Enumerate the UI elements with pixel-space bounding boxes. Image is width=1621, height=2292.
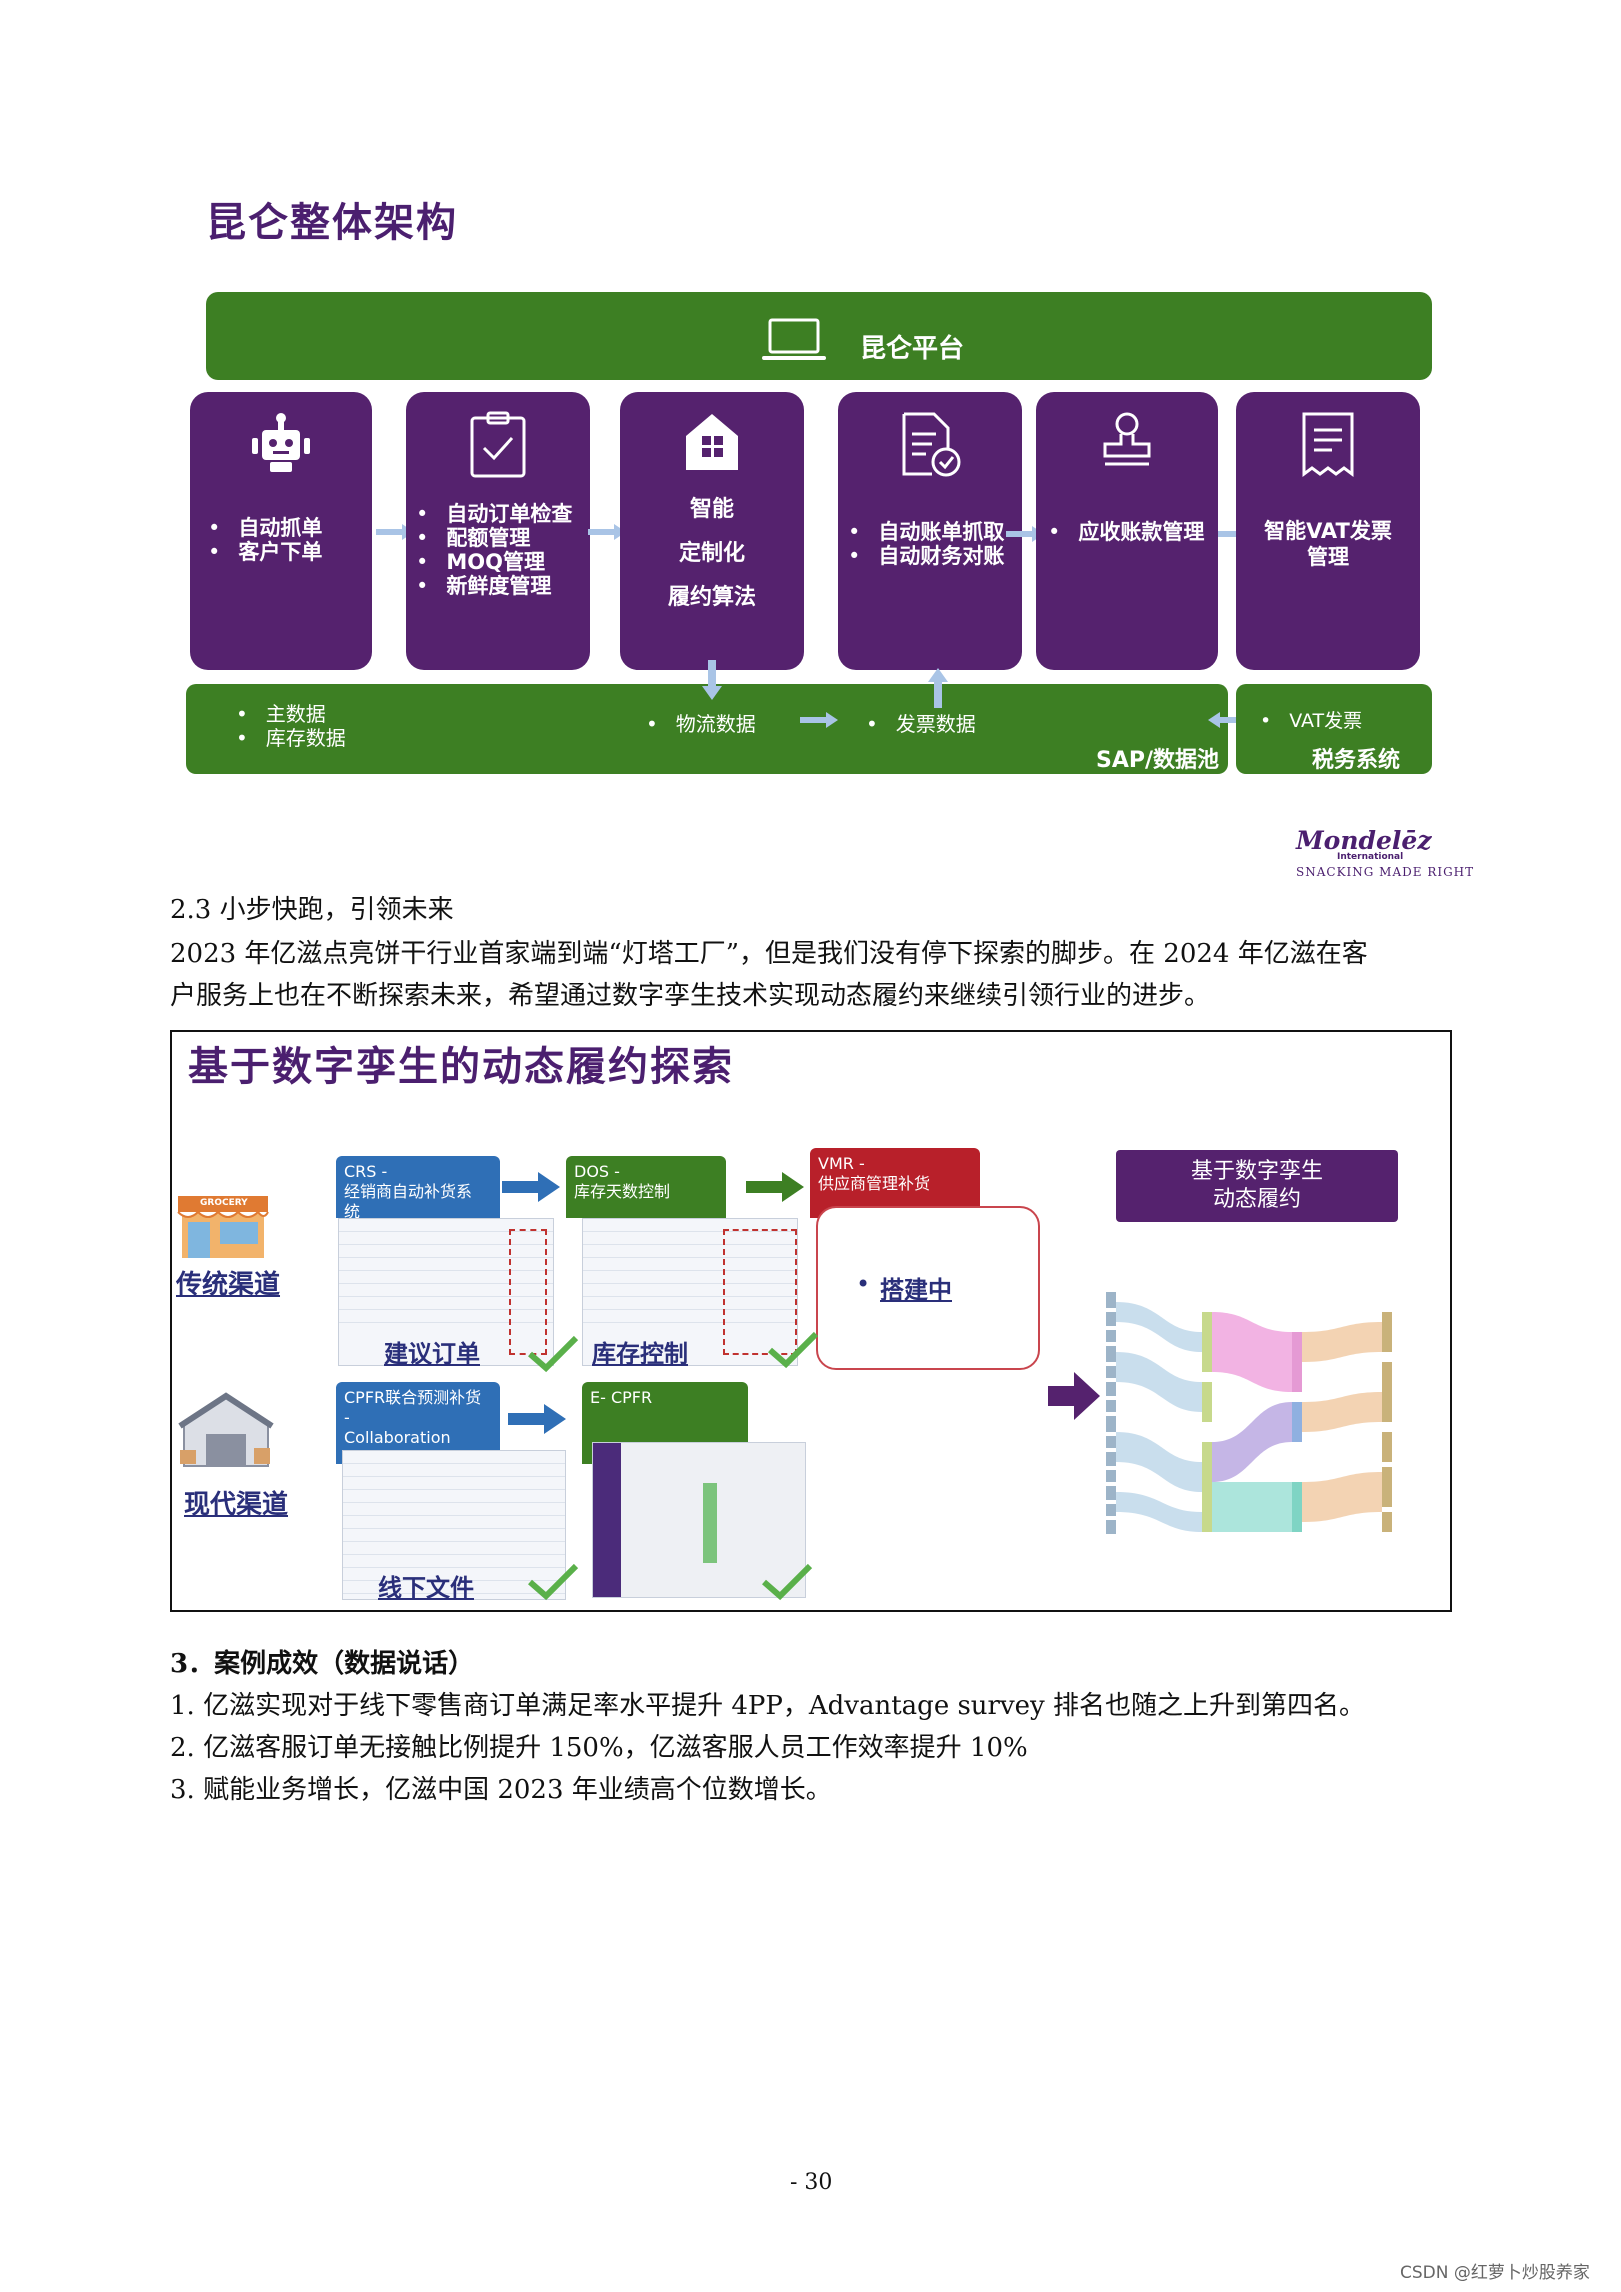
stamp-icon (1095, 410, 1159, 474)
invoice-data: 发票数据 (866, 708, 976, 737)
dos-label: 库存天数控制 (574, 1182, 718, 1202)
paragraph-line: 2023 年亿滋点亮饼干行业首家端到端“灯塔工厂”，但是我们没有停下探索的脚步。… (170, 934, 1368, 974)
inventory-control-label: 库存控制 (592, 1334, 688, 1369)
section-heading: 3．案例成效（数据说话） (170, 1644, 474, 1684)
mondelez-logo: Mondelēz (1296, 826, 1432, 855)
page-number: - 30 (790, 2170, 832, 2195)
logistics-data: 物流数据 (646, 708, 756, 737)
card2-item: 自动订单检查 (416, 502, 572, 526)
grocery-sign: GROCERY (200, 1198, 248, 1208)
building-label: 搭建中 (880, 1270, 952, 1305)
platform-label: 昆仑平台 (860, 328, 964, 365)
check-icon (526, 1334, 580, 1374)
vat-item: VAT发票 (1260, 706, 1362, 733)
digital-twin-box: 基于数字孪生 动态履约 (1116, 1150, 1398, 1222)
tax-system-label: 税务系统 (1312, 742, 1400, 774)
arrow-right-icon (800, 712, 838, 728)
twin-line: 基于数字孪生 (1116, 1158, 1398, 1186)
logo-tagline: SNACKING MADE RIGHT (1296, 865, 1474, 879)
card6-line: 智能VAT发票 (1236, 518, 1420, 544)
watermark: CSDN @红萝卜炒股养家 (1400, 2258, 1590, 2283)
result-item: 3. 赋能业务增长，亿滋中国 2023 年业绩高个位数增长。 (170, 1770, 832, 1810)
cpfr-label: CPFR联合预测补货 (344, 1388, 492, 1408)
card-smart-fulfillment: 智能 定制化 履约算法 (620, 392, 804, 670)
card3-line: 智能 (620, 488, 804, 532)
offline-file-label: 线下文件 (378, 1568, 474, 1603)
crs-chip: CRS - 经销商自动补货系 统 (336, 1156, 500, 1218)
result-item: 1. 亿滋实现对于线下零售商订单满足率水平提升 4PP，Advantage su… (170, 1686, 1365, 1726)
card4-item: 自动财务对账 (848, 544, 1004, 568)
ecpfr-label: E- CPFR (590, 1388, 740, 1408)
arrow-right-icon (508, 1404, 566, 1434)
result-item: 2. 亿滋客服订单无接触比例提升 150%，亿滋客服人员工作效率提升 10% (170, 1728, 1028, 1768)
sankey-diagram-icon (1102, 1292, 1442, 1552)
cpfr-label: Collaboration (344, 1428, 492, 1448)
check-icon (760, 1562, 814, 1602)
clipboard-check-icon (466, 410, 530, 480)
arrow-right-icon (1048, 1372, 1100, 1420)
card-auto-order: 自动抓单 客户下单 (190, 392, 372, 670)
twin-line: 动态履约 (1116, 1186, 1398, 1214)
check-icon (526, 1562, 580, 1602)
figure1-title: 昆仑整体架构 (206, 190, 458, 248)
card4-item: 自动账单抓取 (848, 520, 1004, 544)
vmr-label: 供应商管理补货 (818, 1174, 972, 1194)
receipt-icon (1298, 410, 1358, 480)
warehouse-icon (178, 1390, 274, 1470)
data-item: 库存数据 (236, 722, 346, 751)
logo-subtitle: International (1337, 852, 1403, 862)
card-vat: 智能VAT发票 管理 (1236, 392, 1420, 670)
traditional-channel: 传统渠道 (176, 1264, 280, 1301)
vmr-label: VMR - (818, 1154, 972, 1174)
card6-line: 管理 (1236, 544, 1420, 570)
figure2-title: 基于数字孪生的动态履约探索 (188, 1034, 734, 1092)
crs-label: CRS - (344, 1162, 492, 1182)
cpfr-label: - (344, 1408, 492, 1428)
sap-label: SAP/数据池 (1096, 742, 1219, 774)
arrow-down-icon (702, 660, 722, 700)
laptop-icon (762, 318, 826, 362)
arrow-right-icon (502, 1172, 560, 1202)
card3-line: 履约算法 (620, 576, 804, 620)
card5-item: 应收账款管理 (1048, 520, 1204, 544)
card-auto-billing: 自动账单抓取 自动财务对账 (838, 392, 1022, 670)
robot-icon (246, 410, 316, 480)
check-icon (766, 1330, 820, 1370)
modern-channel: 现代渠道 (184, 1484, 288, 1521)
figure2-frame: 基于数字孪生的动态履约探索 GROCERY 传统渠道 现代渠道 CRS - 经销… (170, 1030, 1452, 1612)
arrow-right-icon (746, 1172, 804, 1202)
card2-item: 配额管理 (416, 526, 572, 550)
card1-item: 客户下单 (208, 540, 322, 564)
card2-item: MOQ管理 (416, 550, 572, 574)
dos-chip: DOS - 库存天数控制 (566, 1156, 726, 1218)
card1-item: 自动抓单 (208, 516, 322, 540)
dos-label: DOS - (574, 1162, 718, 1182)
suggest-order-label: 建议订单 (384, 1334, 480, 1369)
card2-item: 新鲜度管理 (416, 574, 572, 598)
card3-line: 定制化 (620, 532, 804, 576)
section-heading: 2.3 小步快跑，引领未来 (170, 890, 454, 930)
building-bullet: • (856, 1270, 870, 1298)
document-check-icon (896, 410, 964, 480)
paragraph-line: 户服务上也在不断探索未来，希望通过数字孪生技术实现动态履约来继续引领行业的进步。 (170, 976, 1210, 1016)
crs-label: 经销商自动补货系 (344, 1182, 492, 1202)
card-order-check: 自动订单检查 配额管理 MOQ管理 新鲜度管理 (406, 392, 590, 670)
card-receivables: 应收账款管理 (1036, 392, 1218, 670)
arrow-up-icon (928, 668, 948, 708)
home-grid-icon (680, 410, 744, 474)
